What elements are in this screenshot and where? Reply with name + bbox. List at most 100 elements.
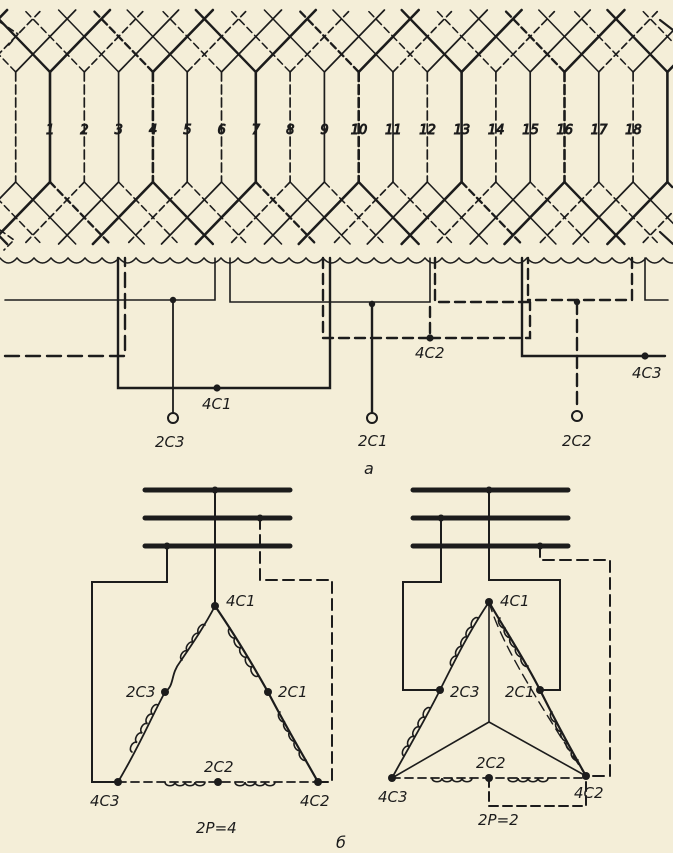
coil-side xyxy=(503,8,566,74)
coil-side xyxy=(640,210,673,245)
coil-side xyxy=(135,257,154,264)
node-2c1 xyxy=(536,686,544,694)
coil-side xyxy=(229,9,291,73)
coil-side xyxy=(407,257,426,264)
terminal-4c2-dot xyxy=(426,334,434,342)
node-4c2 xyxy=(314,778,322,786)
coil-side xyxy=(392,9,454,73)
coil-side xyxy=(475,257,494,264)
coil-side xyxy=(33,257,52,264)
coil-side xyxy=(0,9,43,55)
coil-side xyxy=(662,257,673,264)
node-2c1 xyxy=(264,688,272,696)
coil-side xyxy=(529,181,591,245)
coil-side xyxy=(91,180,155,246)
node-dot xyxy=(485,486,493,494)
coil-side xyxy=(632,29,673,73)
coil-side xyxy=(83,9,146,73)
coil-side xyxy=(14,181,77,245)
connection-leads xyxy=(3,256,669,414)
slot-number: 15 xyxy=(522,123,539,138)
slot-number: 2 xyxy=(80,123,88,138)
coil-side xyxy=(357,180,420,246)
coil-symbol xyxy=(401,706,431,757)
coil-side xyxy=(469,181,532,245)
coil-side xyxy=(160,9,223,73)
junction-dot xyxy=(368,300,376,308)
coil-side xyxy=(332,9,394,73)
coil-side xyxy=(118,257,137,264)
junction-dot xyxy=(573,298,581,306)
coil-side xyxy=(390,257,409,264)
coil-side xyxy=(332,181,394,245)
coil-side xyxy=(426,9,489,73)
terminal-2c1-ring xyxy=(366,412,378,424)
caption-b: б xyxy=(336,833,346,852)
coil-side xyxy=(658,230,673,246)
coil-symbol xyxy=(179,623,206,661)
coil-side xyxy=(666,64,673,74)
coil-symbols xyxy=(401,616,579,783)
coil-side xyxy=(16,257,35,264)
supply-bus-bars xyxy=(142,487,293,549)
coil-side xyxy=(322,257,341,264)
node-dot xyxy=(256,514,264,522)
coil-side xyxy=(339,257,358,264)
coil-side xyxy=(543,257,562,264)
coil-side xyxy=(366,181,429,245)
label-2c3: 2C3 xyxy=(155,433,185,451)
double-star-diagram-2p2 xyxy=(388,486,611,807)
node-4c2 xyxy=(582,772,590,780)
coil-side xyxy=(460,180,523,246)
coil-side xyxy=(220,181,283,245)
coil-symbol xyxy=(507,777,549,783)
coil-side xyxy=(529,9,592,73)
slot-number: 10 xyxy=(351,123,368,138)
slot-number: 13 xyxy=(454,123,471,138)
slot-number: 1 xyxy=(46,123,54,138)
coil-side xyxy=(229,181,291,245)
right-label-4c1: 4C1 xyxy=(500,592,530,610)
coil-side xyxy=(263,9,326,73)
right-label-2c3: 2C3 xyxy=(450,683,480,701)
coil-side xyxy=(594,257,613,264)
coil-side xyxy=(194,180,258,246)
slot-number: 5 xyxy=(183,123,191,138)
node-dot xyxy=(536,542,544,550)
coil-side xyxy=(458,257,477,264)
coil-side xyxy=(441,257,460,264)
coil-side xyxy=(186,257,205,264)
coil-side xyxy=(666,180,673,190)
coil-side xyxy=(48,180,112,246)
coil-side xyxy=(271,257,290,264)
coil-side xyxy=(151,8,215,74)
slot-number: 6 xyxy=(218,123,226,138)
coil-side xyxy=(598,181,660,245)
coil-side xyxy=(254,257,273,264)
coil-side xyxy=(577,257,596,264)
left-labels: 4C1 2C3 2C1 2C2 4C3 4C2 2P=4 xyxy=(90,592,330,837)
slot-number: 17 xyxy=(591,123,608,138)
left-label-4c3: 4C3 xyxy=(90,792,120,810)
coil-side xyxy=(101,257,120,264)
coil-side xyxy=(426,181,489,245)
terminal-rings xyxy=(167,410,583,424)
coil-symbol xyxy=(449,616,479,667)
coil-side xyxy=(126,9,188,73)
coil-side xyxy=(50,257,69,264)
terminal-2c3-ring xyxy=(167,412,179,424)
coil-side xyxy=(538,9,600,73)
slot-number: 8 xyxy=(286,123,294,138)
coil-side xyxy=(117,181,180,245)
slot-number: 7 xyxy=(252,123,261,138)
coil-symbol xyxy=(227,627,259,678)
delta-diagram-2p4 xyxy=(91,486,333,787)
right-label-2c2: 2C2 xyxy=(476,754,506,772)
coil-symbol xyxy=(549,711,579,762)
node-2c2 xyxy=(214,778,222,786)
right-label-4c2: 4C2 xyxy=(574,784,604,802)
slot-number: 16 xyxy=(557,123,574,138)
